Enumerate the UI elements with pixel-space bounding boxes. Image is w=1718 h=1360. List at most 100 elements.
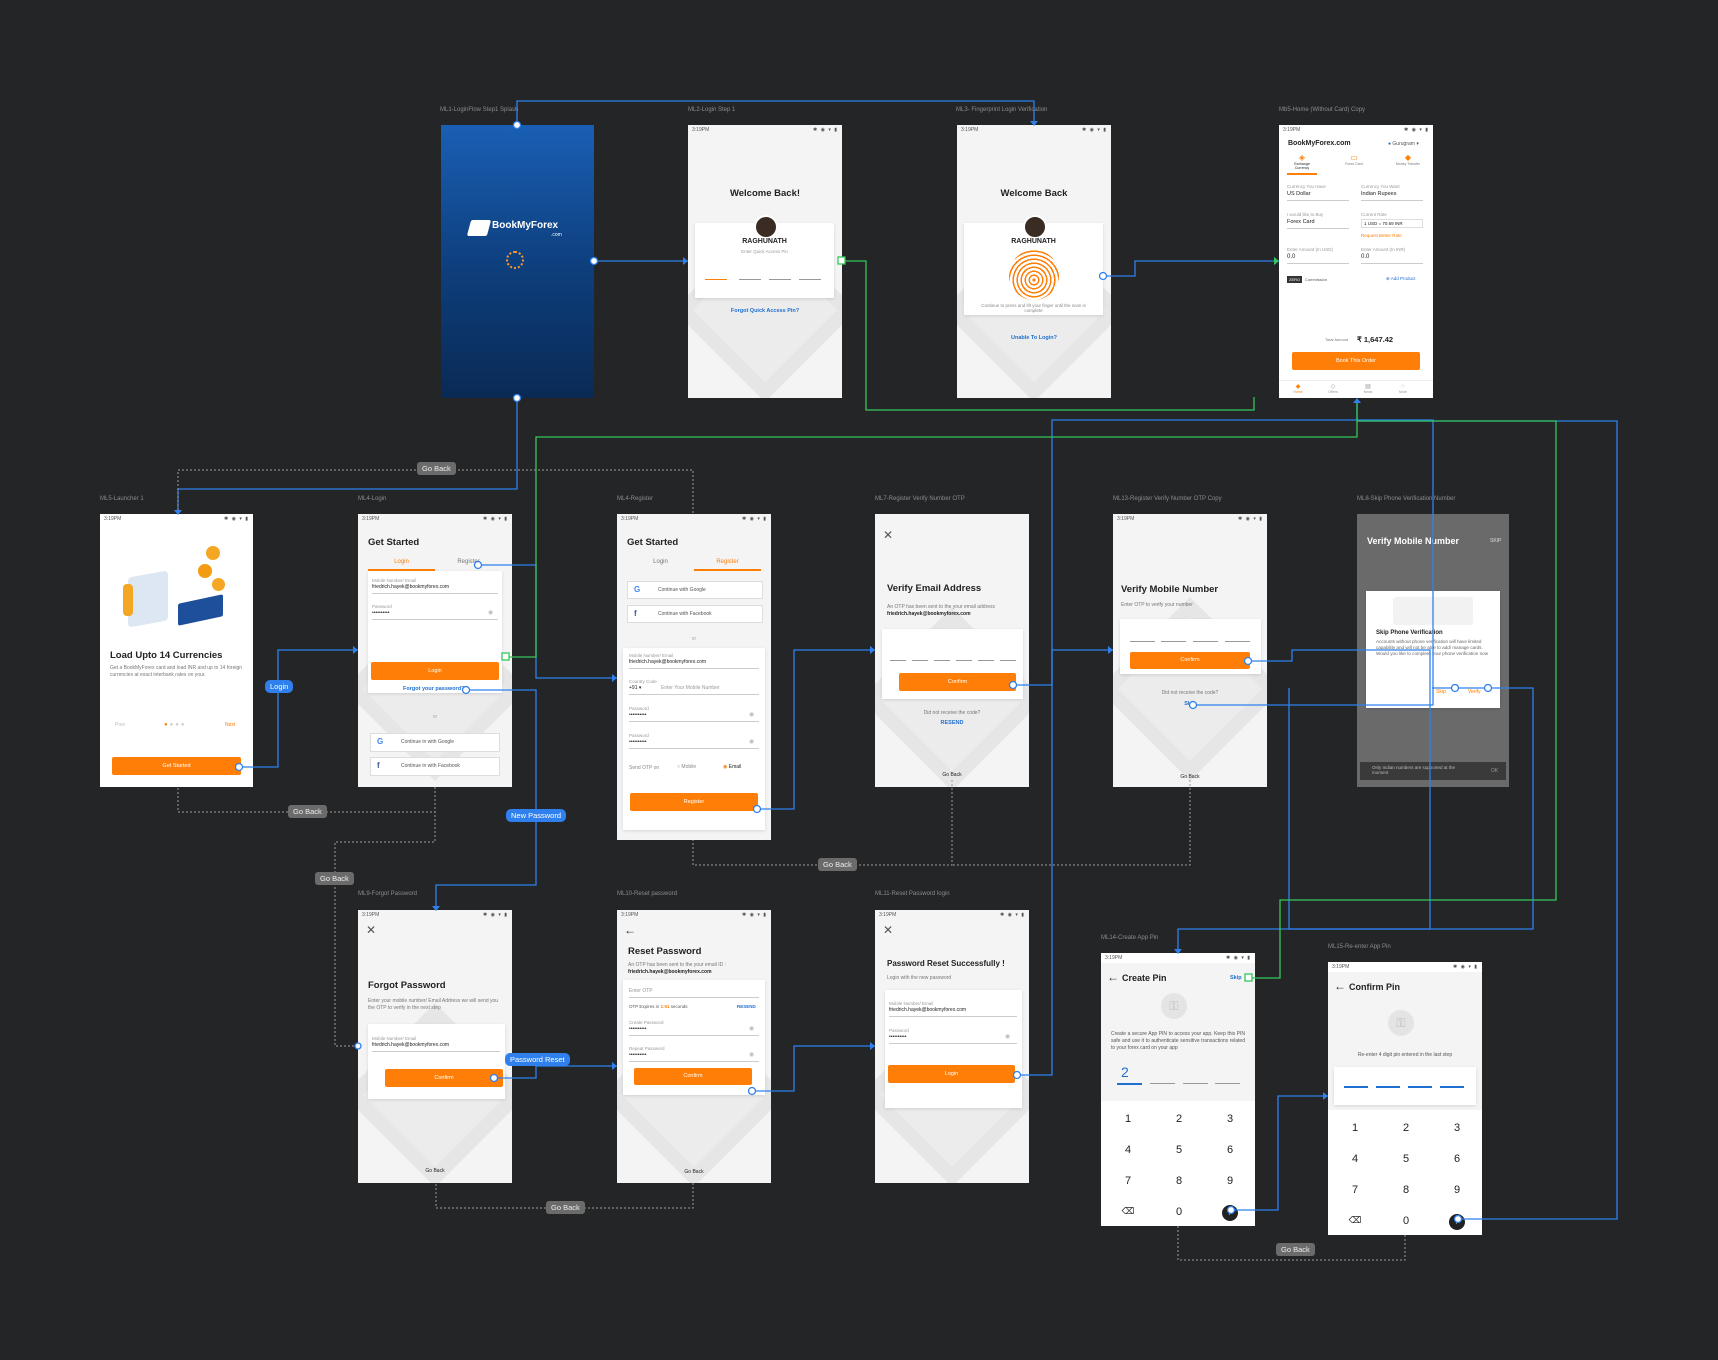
want-select[interactable]: Indian Rupees (1361, 191, 1397, 197)
eye-icon[interactable]: ◉ (749, 739, 755, 745)
register-button[interactable]: Register (630, 793, 758, 811)
backspace-icon[interactable]: ⌫ (1348, 1215, 1362, 1225)
key-6[interactable]: 6 (1453, 1153, 1461, 1165)
pin-digit-3[interactable] (769, 279, 791, 280)
resend-link[interactable]: RESEND (940, 720, 964, 726)
email-input[interactable]: friedrich.hayek@bookmyforex.com (372, 584, 450, 590)
key-2[interactable]: 2 (1175, 1113, 1183, 1125)
email-input[interactable]: friedrich.hayek@bookmyforex.com (889, 1007, 967, 1013)
go-back-link[interactable]: Go Back (425, 1168, 445, 1174)
pin-digit-1[interactable] (1344, 1086, 1368, 1088)
email-input[interactable]: friedrich.hayek@bookmyforex.com (372, 1042, 450, 1048)
confirm-button[interactable]: Confirm (385, 1069, 503, 1087)
key-9[interactable]: 9 (1453, 1184, 1461, 1196)
key-3[interactable]: 3 (1226, 1113, 1234, 1125)
otp-digit[interactable] (1225, 641, 1250, 642)
back-arrow-icon[interactable]: ← (624, 923, 636, 937)
login-button[interactable]: Login (371, 662, 499, 680)
nav-news[interactable]: ▤News (1358, 383, 1378, 394)
nav-home[interactable]: ◆Home (1288, 383, 1308, 394)
go-back-link[interactable]: Go Back (942, 772, 962, 778)
key-4[interactable]: 4 (1124, 1144, 1132, 1156)
key-5[interactable]: 5 (1402, 1153, 1410, 1165)
back-arrow-icon[interactable]: ← (1334, 979, 1346, 993)
password-input[interactable]: •••••••••• (629, 712, 647, 718)
next-button[interactable]: Next (225, 722, 236, 728)
key-0[interactable]: 0 (1402, 1215, 1410, 1227)
nav-more[interactable]: ⁘More (1393, 383, 1413, 394)
pin-digit-3[interactable] (1408, 1086, 1432, 1088)
key-7[interactable]: 7 (1351, 1184, 1359, 1196)
key-3[interactable]: 3 (1453, 1122, 1461, 1134)
country-code-select[interactable]: +91 ▾ (629, 685, 642, 691)
email-input[interactable]: friedrich.hayek@bookmyforex.com (629, 659, 707, 665)
confirm-button[interactable]: Confirm (1130, 652, 1250, 669)
close-icon[interactable]: ✕ (883, 528, 894, 542)
book-order-button[interactable]: Book This Order (1292, 352, 1420, 370)
forgot-password-link[interactable]: Forgot your password? (403, 686, 465, 692)
key-8[interactable]: 8 (1175, 1175, 1183, 1187)
fingerprint-icon[interactable] (1009, 250, 1059, 300)
add-product-button[interactable]: ⊕ Add Product (1386, 276, 1416, 282)
amount-usd-input[interactable]: 0.0 (1287, 254, 1296, 260)
key-1[interactable]: 1 (1124, 1113, 1132, 1125)
pin-digit-4[interactable] (799, 279, 821, 280)
key-0[interactable]: 0 (1175, 1206, 1183, 1218)
backspace-icon[interactable]: ⌫ (1121, 1206, 1135, 1216)
key-7[interactable]: 7 (1124, 1175, 1132, 1187)
go-back-link[interactable]: Go Back (684, 1169, 704, 1175)
have-select[interactable]: US Dollar (1287, 191, 1311, 197)
get-started-button[interactable]: Get Started (112, 757, 241, 775)
product-select[interactable]: Forex Card (1287, 219, 1315, 225)
otp-mobile-radio[interactable]: ○ Mobile (677, 764, 697, 770)
key-9[interactable]: 9 (1226, 1175, 1234, 1187)
amount-inr-input[interactable]: 0.0 (1361, 254, 1370, 260)
key-6[interactable]: 6 (1226, 1144, 1234, 1156)
otp-digit[interactable] (1130, 641, 1155, 642)
pin-digit-4[interactable] (1215, 1083, 1240, 1084)
confirm-password-input[interactable]: •••••••••• (629, 739, 647, 745)
eye-icon[interactable]: ◉ (488, 610, 494, 616)
mobile-input[interactable]: Enter Your Mobile Number (661, 685, 720, 691)
pin-digit-1[interactable]: 2 (1121, 1064, 1129, 1080)
request-rate-link[interactable]: Request Better Rate (1361, 233, 1402, 238)
otp-digit[interactable] (1161, 641, 1186, 642)
repeat-password-input[interactable]: •••••••••• (629, 1052, 647, 1058)
skip-link[interactable]: SKIP (1490, 538, 1502, 544)
eye-icon[interactable]: ◉ (749, 712, 755, 718)
tab-forex-card[interactable]: ▭Forex Card (1339, 153, 1369, 166)
pin-digit-2[interactable] (1376, 1086, 1400, 1088)
next-arrow-icon[interactable]: › (1222, 1205, 1238, 1221)
key-8[interactable]: 8 (1402, 1184, 1410, 1196)
key-5[interactable]: 5 (1175, 1144, 1183, 1156)
tab-money-transfer[interactable]: ◆Money Transfer (1391, 153, 1425, 166)
key-1[interactable]: 1 (1351, 1122, 1359, 1134)
otp-digit[interactable] (1193, 641, 1218, 642)
pin-digit-4[interactable] (1440, 1086, 1464, 1088)
pin-digit-3[interactable] (1183, 1083, 1208, 1084)
skip-link[interactable]: Skip (1184, 701, 1196, 707)
next-arrow-icon[interactable]: › (1449, 1214, 1465, 1230)
otp-digit[interactable] (956, 660, 972, 661)
tab-login[interactable]: Login (394, 559, 409, 565)
otp-digit[interactable] (978, 660, 994, 661)
eye-icon[interactable]: ◉ (749, 1026, 755, 1032)
unable-to-login-link[interactable]: Unable To Login? (1010, 335, 1058, 341)
otp-digit[interactable] (912, 660, 928, 661)
pin-digit-2[interactable] (739, 279, 761, 280)
otp-input[interactable]: Enter OTP (629, 988, 653, 994)
forgot-pin-link[interactable]: Forgot Quick Access Pin? (730, 308, 800, 314)
key-4[interactable]: 4 (1351, 1153, 1359, 1165)
pin-digit-2[interactable] (1150, 1083, 1175, 1084)
otp-digit[interactable] (890, 660, 906, 661)
close-icon[interactable]: ✕ (883, 923, 894, 937)
toast-ok-button[interactable]: OK (1491, 768, 1499, 774)
otp-digit[interactable] (1000, 660, 1016, 661)
key-2[interactable]: 2 (1402, 1122, 1410, 1134)
confirm-button[interactable]: Confirm (634, 1068, 752, 1085)
close-icon[interactable]: ✕ (366, 923, 377, 937)
create-password-input[interactable]: •••••••••• (629, 1026, 647, 1032)
